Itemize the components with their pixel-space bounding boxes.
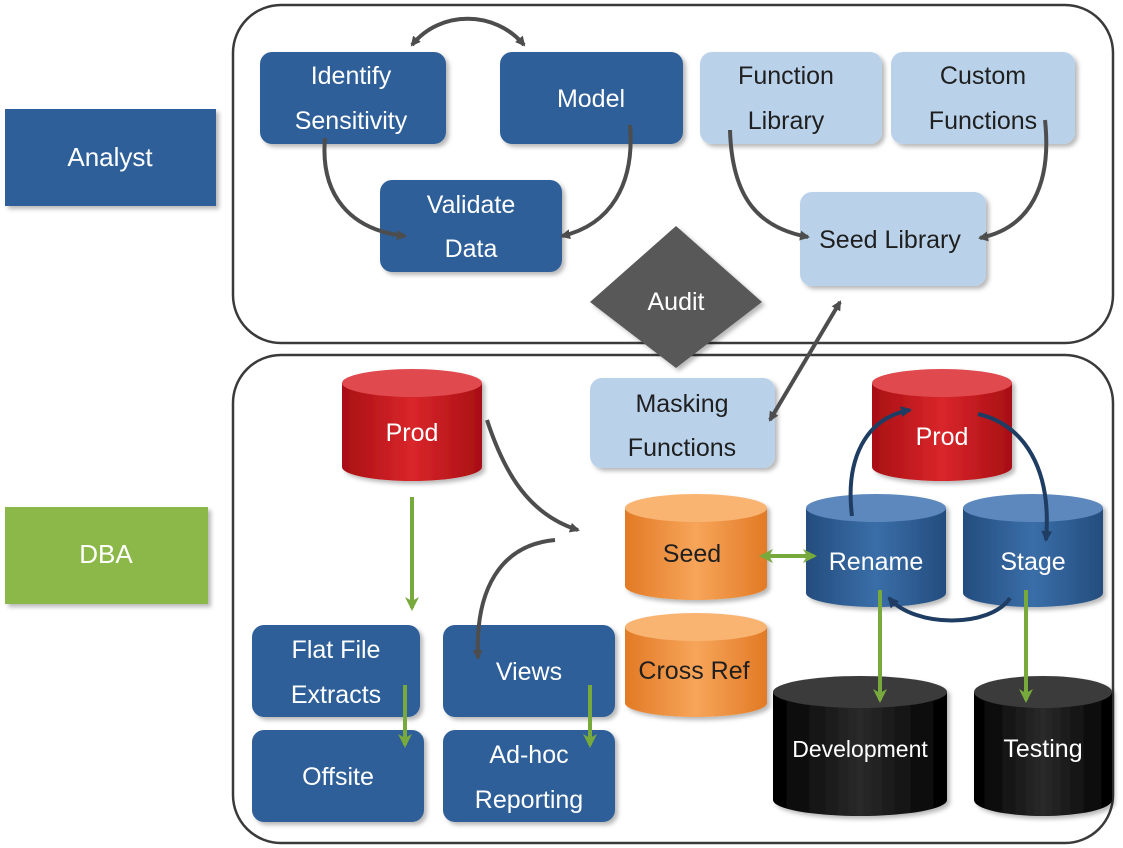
arrow-masking-views (472, 538, 556, 660)
flat-file-extracts-line2: Extracts (291, 681, 381, 709)
role-analyst-label: Analyst (67, 142, 153, 172)
validate-data-line2: Data (445, 235, 498, 263)
rename-label: Rename (829, 548, 924, 576)
role-analyst: Analyst (5, 109, 216, 206)
arrow-identify-model (410, 16, 526, 47)
prod-target-label: Prod (916, 423, 969, 451)
function-library-line2: Library (748, 107, 825, 135)
development-db[interactable] (773, 676, 947, 816)
stage-label: Stage (1000, 548, 1065, 576)
identify-sensitivity-box[interactable]: Identify Sensitivity (260, 52, 446, 144)
testing-label: Testing (1003, 735, 1082, 763)
masking-functions-line2: Functions (628, 434, 736, 462)
arrow-funclib-seedlib (728, 129, 810, 241)
custom-functions-line1: Custom (940, 62, 1026, 90)
seed-library-label: Seed Library (819, 226, 961, 254)
prod-source-label: Prod (386, 419, 439, 447)
model-box[interactable]: Model (500, 52, 683, 144)
flat-file-extracts-line1: Flat File (292, 636, 381, 664)
model-label: Model (557, 85, 625, 113)
function-library-line1: Function (738, 62, 834, 90)
audit-label: Audit (648, 288, 705, 316)
identify-sensitivity-line1: Identify (311, 62, 392, 90)
arrow-custom-seedlib (978, 119, 1049, 242)
audit-diamond[interactable]: Audit (590, 226, 762, 368)
masking-functions-box[interactable]: Masking Functions (590, 378, 775, 468)
function-library-box[interactable]: Function Library (700, 52, 882, 144)
prod-source-db[interactable] (342, 369, 482, 481)
custom-functions-line2: Functions (929, 107, 1037, 135)
arrow-stage-rename (887, 596, 1012, 623)
role-dba-label: DBA (79, 539, 133, 569)
adhoc-reporting-box[interactable]: Ad-hoc Reporting (443, 730, 615, 822)
role-dba: DBA (5, 507, 208, 604)
arrow-seedlib-masking (768, 300, 842, 422)
validate-data-line1: Validate (427, 191, 516, 219)
development-label: Development (792, 736, 928, 762)
offsite-box[interactable]: Offsite (252, 730, 424, 822)
offsite-label: Offsite (302, 763, 374, 791)
arrow-prod-masking (485, 419, 580, 533)
seed-label: Seed (663, 540, 721, 568)
seed-db[interactable] (625, 494, 767, 600)
arrow-rename-prod (848, 406, 912, 517)
adhoc-reporting-line2: Reporting (475, 786, 583, 814)
views-box[interactable]: Views (443, 625, 615, 717)
arrow-prod-stage (977, 412, 1053, 542)
masking-functions-line1: Masking (635, 390, 728, 418)
cross-ref-label: Cross Ref (638, 657, 749, 685)
views-label: Views (496, 658, 562, 686)
arrow-identify-validate (322, 137, 407, 241)
stage-db[interactable] (963, 494, 1103, 607)
rename-db[interactable] (806, 494, 946, 607)
flat-file-extracts-box[interactable]: Flat File Extracts (252, 625, 420, 717)
arrow-model-validate (560, 124, 633, 240)
identify-sensitivity-line2: Sensitivity (295, 107, 408, 135)
validate-data-box[interactable]: Validate Data (380, 180, 562, 272)
cross-ref-db[interactable] (625, 613, 767, 717)
testing-db[interactable] (974, 676, 1112, 816)
seed-library-box[interactable]: Seed Library (800, 192, 986, 286)
adhoc-reporting-line1: Ad-hoc (489, 741, 568, 769)
custom-functions-box[interactable]: Custom Functions (891, 52, 1075, 144)
